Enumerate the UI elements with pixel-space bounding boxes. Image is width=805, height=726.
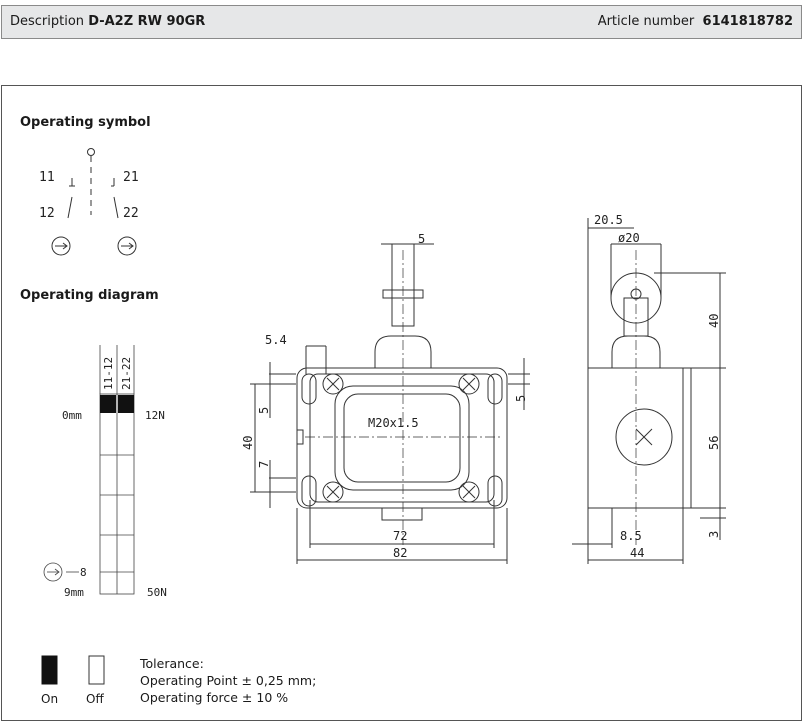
article-number-field: Article number 6141818782 bbox=[598, 14, 793, 29]
tolerance-operating-point: Operating Point ± 0,25 mm; bbox=[140, 673, 317, 688]
diagram-col-11-12: 11-12 bbox=[102, 357, 115, 390]
dim-side-3: 3 bbox=[707, 531, 721, 538]
legend-on-label: On bbox=[41, 692, 59, 706]
dim-side-44: 44 bbox=[630, 546, 644, 560]
operating-symbol-title: Operating symbol bbox=[20, 115, 151, 130]
legend-off-label: Off bbox=[86, 692, 104, 706]
symbol-label-21: 21 bbox=[123, 170, 139, 185]
contact-11-12-on-bar bbox=[100, 395, 116, 413]
document-header: Description D-A2Z RW 90GR Article number… bbox=[1, 5, 802, 39]
tolerance-title: Tolerance: bbox=[140, 656, 204, 671]
dim-front-5-4: 5.4 bbox=[265, 333, 287, 347]
diagram-col-21-22: 21-22 bbox=[120, 357, 133, 390]
symbol-label-22: 22 bbox=[123, 206, 139, 221]
operating-symbol bbox=[51, 148, 137, 256]
description-field: Description D-A2Z RW 90GR bbox=[10, 14, 205, 29]
end-force: 50N bbox=[147, 586, 167, 599]
tolerance-note: Tolerance: Operating Point ± 0,25 mm; Op… bbox=[140, 655, 316, 706]
side-view-drawing bbox=[572, 218, 726, 564]
start-force: 12N bbox=[145, 409, 165, 422]
contact-21-22-on-bar bbox=[118, 395, 134, 413]
symbol-label-11: 11 bbox=[39, 170, 55, 185]
diagram-marker: 8 bbox=[80, 566, 87, 579]
operating-diagram bbox=[43, 345, 135, 595]
article-label: Article number bbox=[597, 14, 695, 29]
dim-front-40: 40 bbox=[241, 436, 255, 450]
dim-front-82: 82 bbox=[393, 546, 407, 560]
datasheet-panel bbox=[1, 85, 802, 721]
tolerance-operating-force: Operating force ± 10 % bbox=[140, 690, 289, 705]
symbol-label-12: 12 bbox=[39, 206, 55, 221]
dim-side-20-5: 20.5 bbox=[594, 213, 623, 227]
dim-side-dia-20: ø20 bbox=[618, 231, 640, 245]
end-travel: 9mm bbox=[64, 586, 84, 599]
dim-side-56: 56 bbox=[707, 436, 721, 450]
dim-side-8-5: 8.5 bbox=[620, 529, 642, 543]
dim-side-40: 40 bbox=[707, 314, 721, 328]
dim-front-5-top: 5 bbox=[418, 232, 425, 246]
dim-front-72: 72 bbox=[393, 529, 407, 543]
description-label: Description bbox=[10, 14, 85, 29]
article-value: 6141818782 bbox=[702, 14, 793, 29]
description-value: D-A2Z RW 90GR bbox=[88, 14, 206, 29]
dim-front-7: 7 bbox=[257, 461, 271, 468]
dim-front-5-left: 5 bbox=[257, 407, 271, 414]
start-travel: 0mm bbox=[62, 409, 82, 422]
front-view-drawing bbox=[250, 243, 530, 564]
thread-label: M20x1.5 bbox=[368, 416, 419, 430]
dim-front-5-right: 5 bbox=[514, 395, 528, 402]
legend-on-box bbox=[41, 655, 58, 685]
operating-diagram-title: Operating diagram bbox=[20, 288, 159, 303]
legend-off-box bbox=[88, 655, 105, 685]
